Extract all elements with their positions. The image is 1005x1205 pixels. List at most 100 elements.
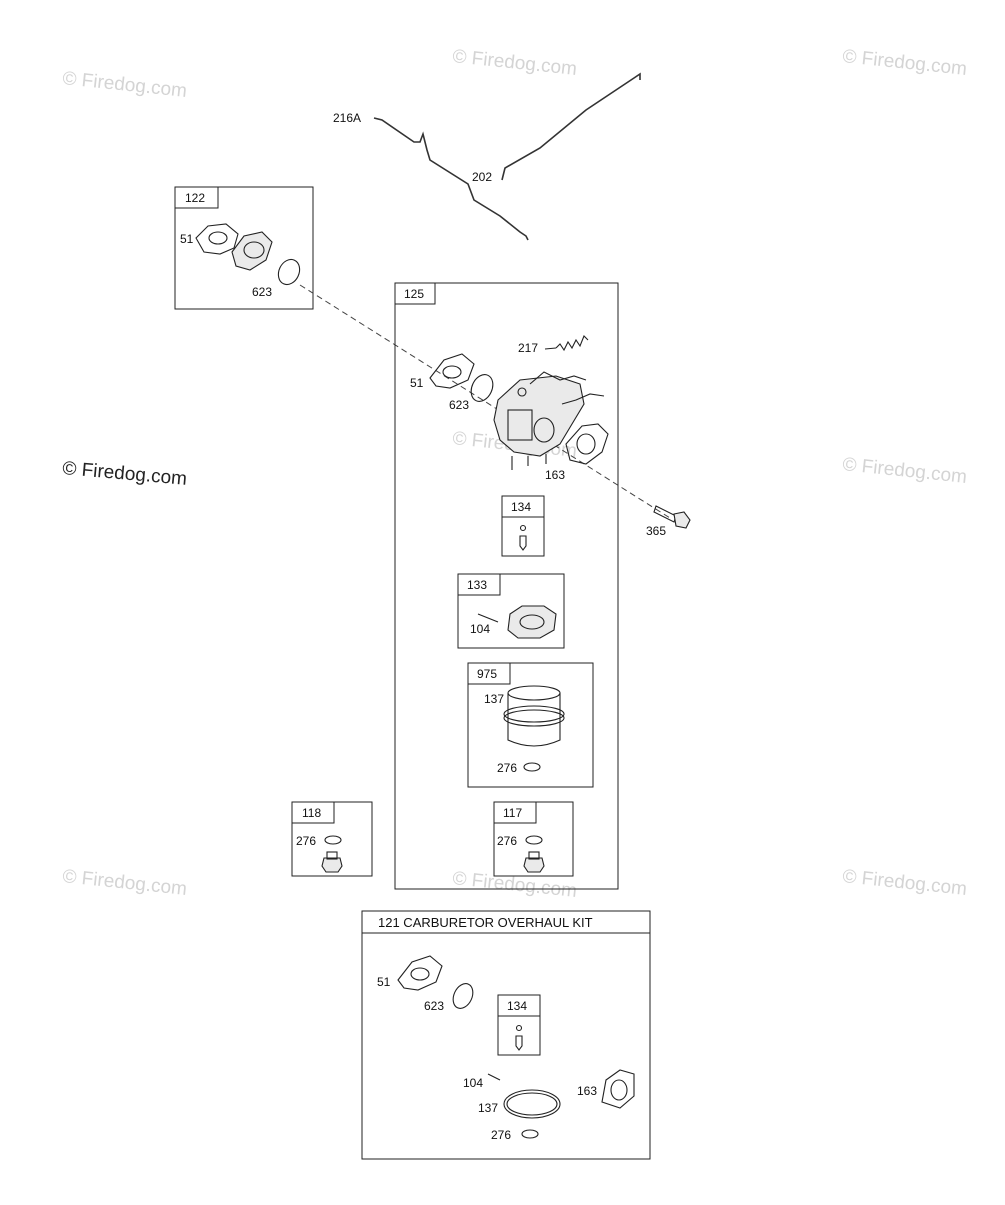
- spring-217-part: [555, 335, 589, 352]
- kit-label-623: 623: [424, 999, 444, 1013]
- gasket-51-hole: [208, 231, 228, 245]
- carburetor-body: [493, 371, 605, 470]
- bowl-screw-head: [326, 851, 338, 860]
- bowl-screw-head: [528, 851, 540, 860]
- gasket-51-part: [195, 223, 239, 255]
- sub-box-975-frame: [467, 662, 594, 788]
- kit-121: 121 CARBURETOR OVERHAUL KIT 51 623 134 1…: [361, 910, 651, 1160]
- oring-276-part: [523, 762, 541, 772]
- bowl-top-rim: [507, 685, 561, 701]
- kit-sub-box-134-number: 134: [507, 999, 527, 1013]
- oring-623-part: [470, 374, 494, 402]
- watermark-top-right: © Firedog.com: [841, 46, 967, 80]
- needle-clip-part: [519, 524, 527, 532]
- kit-sub-box-134-number-frame: [497, 994, 541, 1017]
- label-137: 137: [484, 692, 504, 706]
- kit-121-frame: [361, 910, 651, 1160]
- box-122: 122 51 623: [174, 186, 314, 310]
- box-122-number-frame: [174, 186, 219, 209]
- linkage-rods: 216A 202: [333, 72, 641, 241]
- oring-276-part: [525, 835, 543, 845]
- kit-bowl-gasket-137-part: [503, 1089, 561, 1119]
- bowl-137-part: [507, 693, 561, 747]
- label-276: 276: [497, 834, 517, 848]
- label-276: 276: [497, 761, 517, 775]
- watermark-top-left: © Firedog.com: [61, 68, 187, 102]
- watermark-mid-right: © Firedog.com: [841, 454, 967, 488]
- bowl-screw-part: [523, 857, 545, 873]
- sub-box-133-number-frame: [457, 573, 501, 596]
- bolt-365: 365: [646, 505, 691, 538]
- sub-box-134-number: 134: [511, 500, 531, 514]
- box-122-label-623: 623: [252, 285, 272, 299]
- label-216A: 216A: [333, 111, 361, 125]
- rod-202: [501, 72, 641, 181]
- label-51: 51: [410, 376, 424, 390]
- watermark-bottom-center: © Firedog.com: [451, 868, 577, 902]
- bowl-gasket-part: [503, 705, 565, 723]
- needle-clip-part: [515, 1024, 523, 1032]
- bowl-gasket-inner: [503, 709, 565, 727]
- kit-oring-276-part: [521, 1129, 539, 1139]
- carb-gasket-163-hole: [576, 433, 596, 455]
- float-133-part: [507, 605, 557, 639]
- box-125-number-frame: [394, 282, 436, 305]
- label-163: 163: [545, 468, 565, 482]
- watermark-bottom-right: © Firedog.com: [841, 866, 967, 900]
- kit-121-title: 121 CARBURETOR OVERHAUL KIT: [378, 915, 593, 930]
- sub-box-975: 975 137 276: [467, 662, 594, 788]
- bolt-365-shank: [653, 505, 677, 523]
- carb-gasket-163-part: [565, 423, 609, 465]
- sub-box-134: 134: [501, 495, 545, 557]
- box-122-label-51: 51: [180, 232, 194, 246]
- kit-label-104: 104: [463, 1076, 483, 1090]
- kit-oring-623-part: [452, 983, 474, 1009]
- kit-carb-gasket-163-part: [601, 1069, 635, 1109]
- box-125-number: 125: [404, 287, 424, 301]
- kit-bowl-gasket-137-inner: [506, 1092, 558, 1116]
- sub-box-975-number-frame: [467, 662, 511, 685]
- gasket-51-part: [429, 353, 475, 389]
- bowl-screw-part: [321, 857, 343, 873]
- sub-box-975-number: 975: [477, 667, 497, 681]
- kit-label-163: 163: [577, 1084, 597, 1098]
- sub-box-133-number: 133: [467, 578, 487, 592]
- watermark-top-center: © Firedog.com: [451, 46, 577, 80]
- sub-box-117: 117 276: [493, 801, 574, 877]
- sub-box-117-number: 117: [503, 806, 522, 820]
- watermark-bottom-left: © Firedog.com: [61, 866, 187, 900]
- label-217: 217: [518, 341, 538, 355]
- box-122-number: 122: [185, 191, 205, 205]
- spring-217-leader: [544, 347, 557, 350]
- label-104: 104: [470, 622, 490, 636]
- oring-276-part: [324, 835, 342, 845]
- adapter-part: [231, 231, 273, 271]
- oring-623-part: [277, 258, 301, 286]
- label-365: 365: [646, 524, 666, 538]
- box-118-number: 118: [302, 806, 321, 820]
- label-202: 202: [472, 170, 492, 184]
- box-125: 125 217 51 623 163 134: [394, 282, 619, 890]
- adapter-bore: [243, 241, 265, 259]
- kit-label-276: 276: [491, 1128, 511, 1142]
- kit-label-51: 51: [377, 975, 391, 989]
- sub-box-133-frame: [457, 573, 565, 649]
- box-122-frame: [174, 186, 314, 310]
- label-276: 276: [296, 834, 316, 848]
- kit-pin-104-part: [487, 1073, 501, 1081]
- watermark-prominent: © Firedog.com: [62, 458, 188, 490]
- sub-box-133: 133 104: [457, 573, 565, 649]
- inlet-needle-part: [515, 1035, 523, 1051]
- box-125-frame: [394, 282, 619, 890]
- kit-gasket-51-part: [397, 955, 443, 991]
- kit-carb-gasket-163-hole: [610, 1079, 628, 1101]
- gasket-51-hole: [442, 365, 462, 379]
- kit-gasket-51-hole: [410, 967, 430, 981]
- rod-216A: [373, 117, 529, 241]
- assembly-centerline: [299, 284, 671, 519]
- pin-104-part: [477, 613, 499, 623]
- box-118-number-frame: [291, 801, 335, 824]
- sub-box-134-number-frame: [501, 495, 545, 518]
